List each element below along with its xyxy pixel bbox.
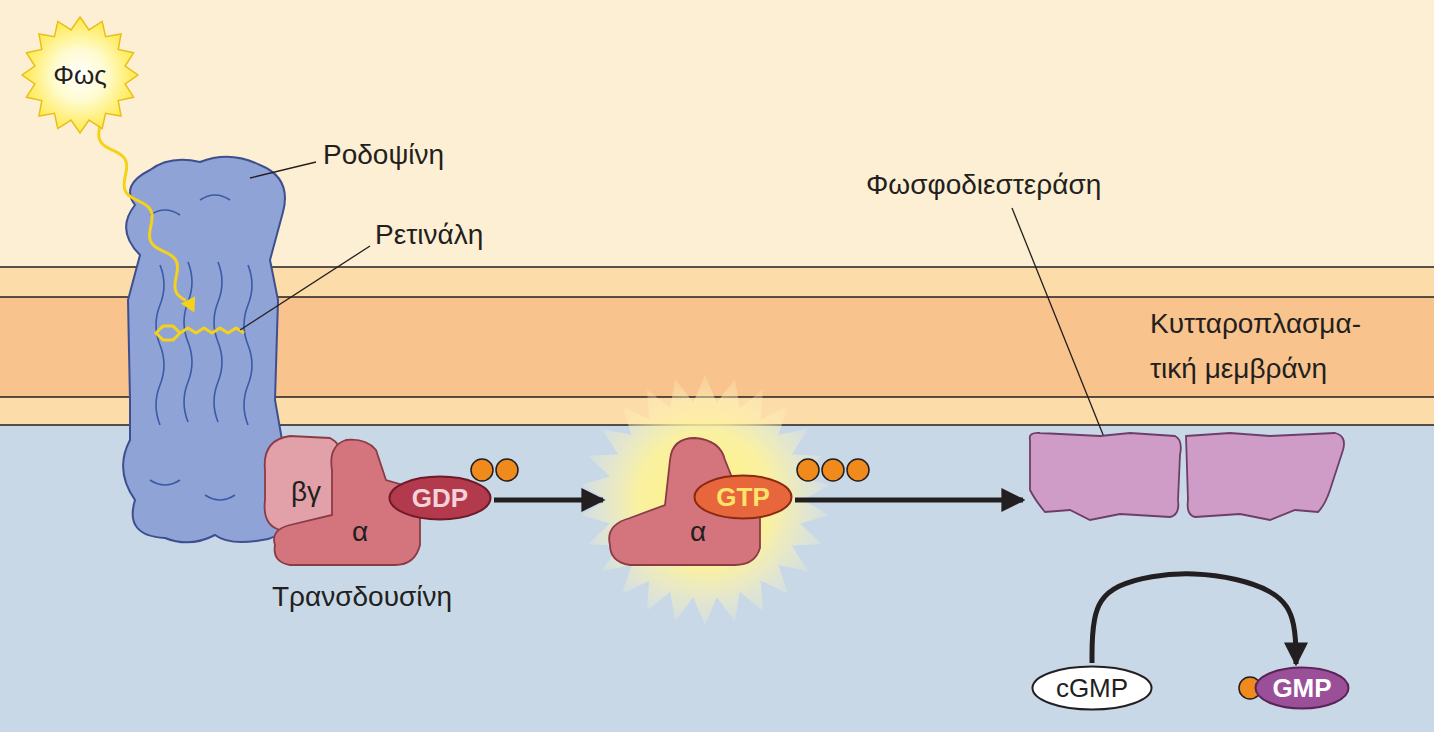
light-wave <box>99 125 186 300</box>
molecule-ellipse <box>1033 667 1152 710</box>
molecule-ellipse <box>390 477 491 520</box>
part-label: Κυτταροπλασμα- τική μεμβράνη <box>1150 302 1400 392</box>
molecule-ellipse <box>1256 668 1349 709</box>
node-label: Φωσφοδιεστεράση <box>866 170 1101 201</box>
node-label: βγ <box>291 477 321 508</box>
part-label: Ροδοψίνη <box>323 138 444 172</box>
node-label: GMP <box>1272 674 1331 703</box>
sun-star <box>22 17 138 133</box>
gmp-molecule: GMP <box>1254 666 1350 710</box>
light-source: Φως <box>20 15 140 135</box>
part-label: Τρανσδουσίνη <box>272 580 452 614</box>
light-ray <box>99 125 195 313</box>
node-label: cGMP <box>1056 674 1128 703</box>
reaction-arrow <box>494 498 603 503</box>
node-label: GDP <box>412 484 468 513</box>
part-label: Ρετινάλη <box>375 218 483 252</box>
rhodopsin-helices <box>150 195 252 500</box>
phosphodiesterase-shape <box>1025 432 1347 522</box>
node-label: α <box>690 517 706 548</box>
gdp-molecule: GDP <box>388 475 492 521</box>
retinal-molecule <box>156 326 244 340</box>
gtp-molecule: GTP <box>693 474 793 520</box>
phosphodiesterase: Φωσφοδιεστεράση <box>1025 432 1347 522</box>
protein-outline <box>1186 433 1344 520</box>
node-label: Φως <box>53 61 107 90</box>
glow-burst <box>581 375 829 625</box>
reaction-arrow <box>1092 574 1296 664</box>
node-label: α <box>352 517 368 548</box>
cgmp-molecule: cGMP <box>1031 665 1153 711</box>
reaction-arrow <box>795 498 1023 503</box>
light-arrowhead <box>181 296 195 312</box>
node-label: GTP <box>716 483 769 512</box>
protein-outline <box>1030 433 1181 520</box>
molecule-ellipse <box>695 476 792 519</box>
activation-glow <box>581 375 829 625</box>
